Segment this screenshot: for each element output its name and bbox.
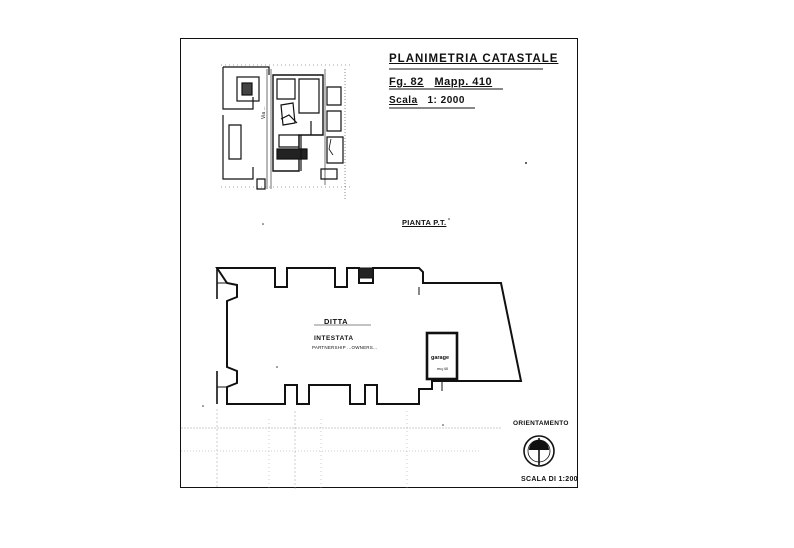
owner-label-line1: DITTA (324, 317, 349, 326)
map-scale: Scala 1: 2000 (389, 95, 465, 106)
plan-title: PIANTA P.T. (402, 218, 447, 227)
grid-lines (181, 409, 501, 489)
foglio-value: Fg. 82 (389, 76, 424, 88)
header-rules (389, 68, 543, 109)
scale-label: Scala (389, 95, 418, 106)
plan-scale: SCALA DI 1:200 (521, 476, 578, 483)
drawing-title: PLANIMETRIA CATASTALE (389, 53, 559, 65)
garage-area: mq 40 (437, 366, 449, 371)
owner-label-line3: PARTNERSHIP ...OWNERS... (312, 345, 378, 350)
specks (202, 162, 527, 426)
cadastral-plan-sheet: PLANIMETRIA CATASTALE Fg. 82 Mapp. 410 S… (180, 38, 578, 489)
north-arrow-icon (523, 435, 555, 467)
location-map (221, 64, 351, 199)
floor-plan (215, 267, 523, 405)
plan-drawing (181, 64, 555, 489)
street-label: Via ... (261, 106, 267, 119)
parcel-reference: Fg. 82 Mapp. 410 (389, 76, 492, 88)
mappale-value: Mapp. 410 (434, 76, 493, 88)
owner-label-line2: INTESTATA (314, 335, 354, 342)
orientation-label: ORIENTAMENTO (513, 420, 569, 427)
scale-value: 1: 2000 (427, 95, 465, 106)
garage-label: garage (431, 355, 450, 361)
